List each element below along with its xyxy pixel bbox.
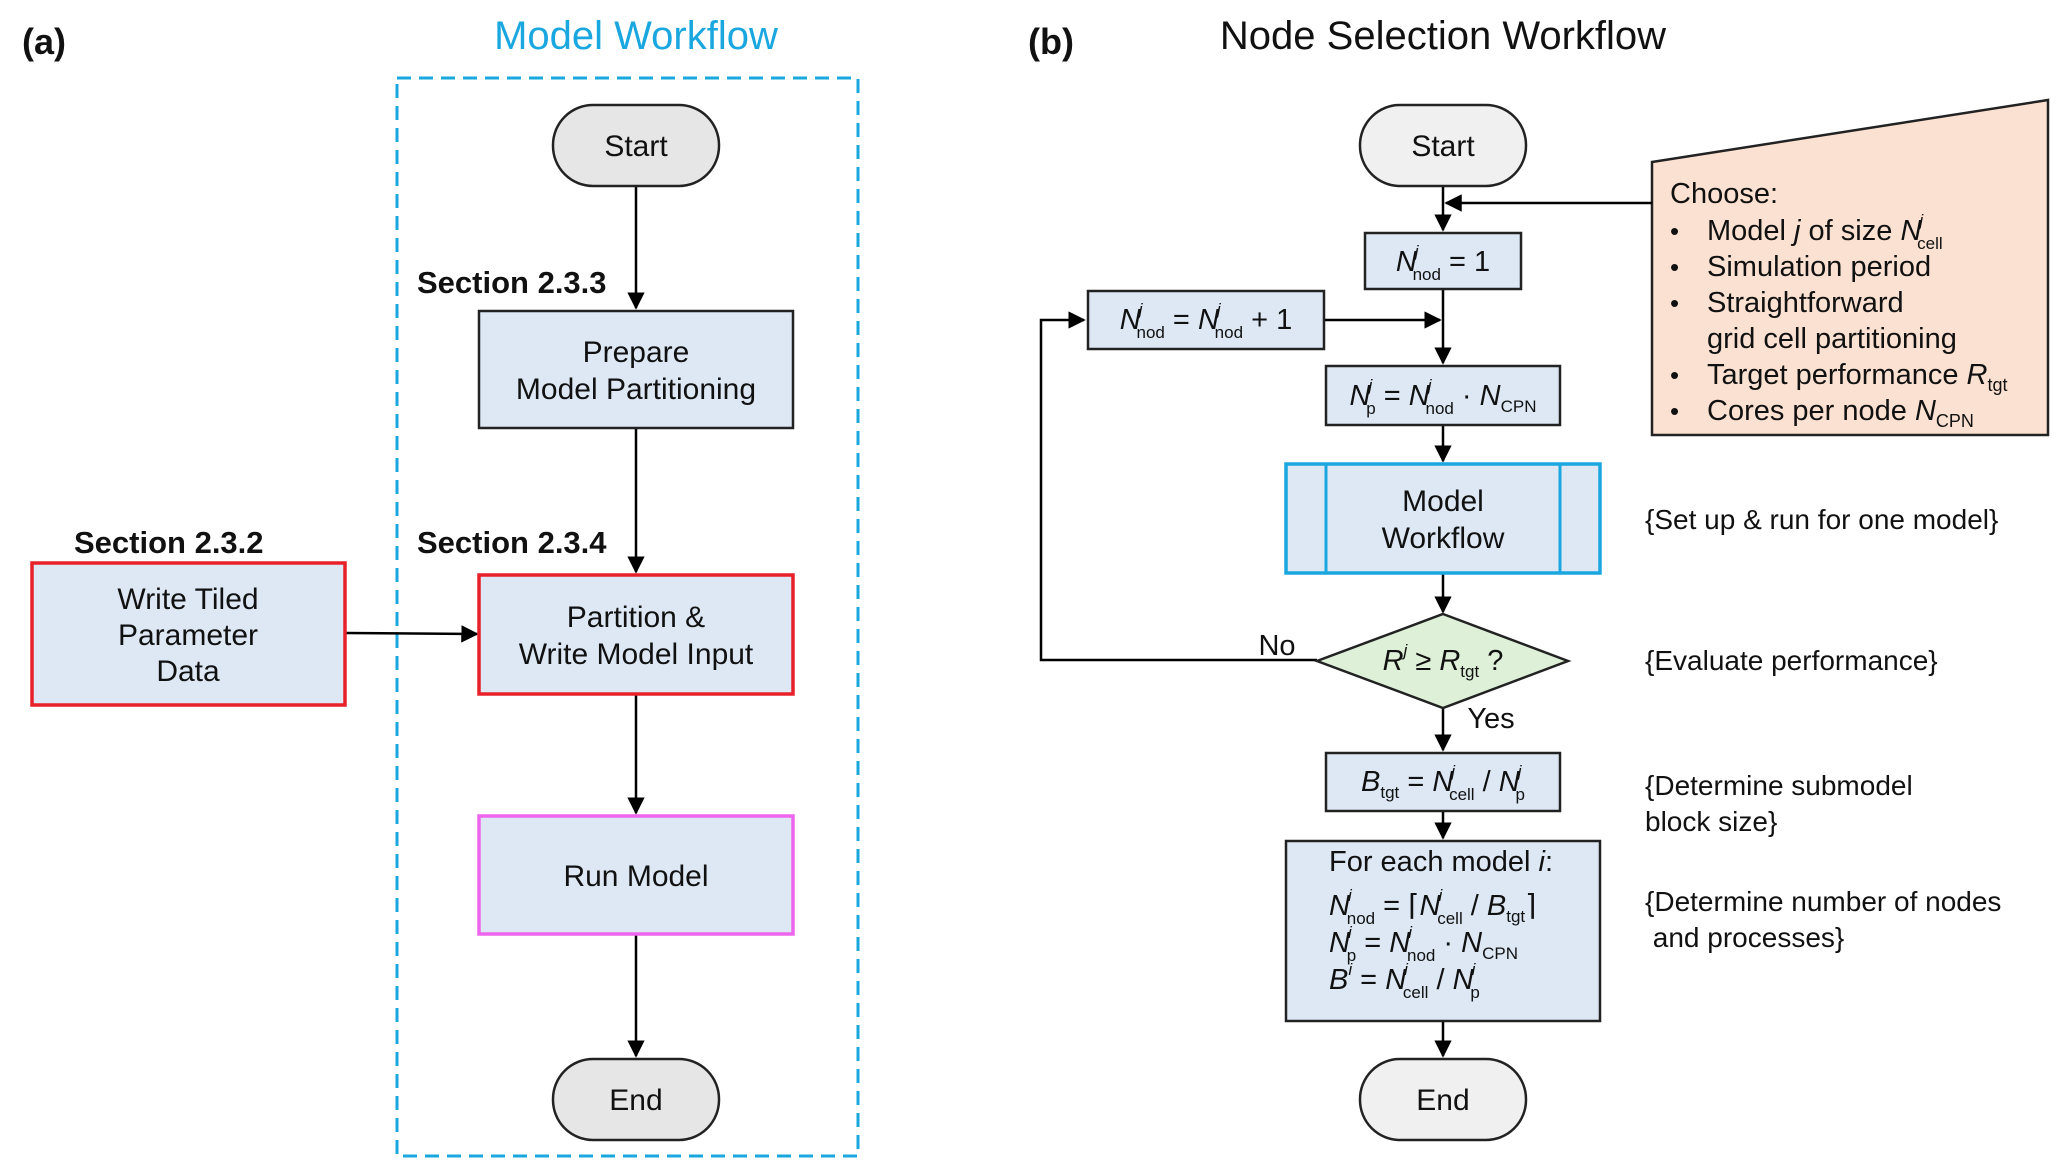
workflow-line2: Workflow bbox=[1382, 522, 1505, 555]
decision-condition: Rj ≥ Rtgt ? bbox=[1383, 641, 1504, 681]
start-label-b: Start bbox=[1411, 130, 1475, 163]
comment-block-size-1: {Determine submodel bbox=[1645, 770, 1913, 801]
comment-block-size-2: block size} bbox=[1645, 806, 1777, 837]
comment-nodes-1: {Determine number of nodes bbox=[1645, 886, 2001, 917]
prepare-line1: Prepare bbox=[583, 336, 690, 369]
choose-heading: Choose: bbox=[1670, 178, 1778, 210]
choose-bullet-3: • bbox=[1670, 288, 1679, 318]
choose-bullet-2: • bbox=[1670, 252, 1679, 282]
prepare-line2: Model Partitioning bbox=[516, 373, 756, 406]
tiled-parameter-box bbox=[30, 561, 347, 707]
choose-bullet-4: • bbox=[1670, 360, 1679, 390]
end-terminal-b bbox=[1358, 1057, 1528, 1142]
choose-item-partitioning-1: Straightforward bbox=[1707, 287, 1904, 319]
run-model-box bbox=[477, 814, 795, 936]
run-model-label: Run Model bbox=[563, 860, 708, 893]
block-size-box bbox=[1324, 751, 1562, 813]
choose-bullet-5: • bbox=[1670, 396, 1679, 426]
tiled-line3: Data bbox=[156, 655, 220, 688]
start-label-a: Start bbox=[604, 130, 668, 163]
choose-callout bbox=[1650, 98, 2050, 437]
for-each-model-box bbox=[1284, 839, 1602, 1023]
arrow-decision-no-loop bbox=[1039, 311, 1317, 662]
model-workflow-title: Model Workflow bbox=[494, 14, 778, 58]
end-label-b: End bbox=[1416, 1084, 1469, 1117]
no-label: No bbox=[1258, 630, 1295, 662]
comment-run-model: {Set up & run for one model} bbox=[1645, 504, 1998, 535]
comment-evaluate: {Evaluate performance} bbox=[1645, 645, 1938, 676]
model-workflow-subprocess bbox=[1284, 462, 1602, 575]
yes-label: Yes bbox=[1467, 703, 1514, 735]
partition-line2: Write Model Input bbox=[519, 638, 754, 671]
panel-a-label: (a) bbox=[22, 21, 66, 62]
prepare-partitioning-box bbox=[477, 309, 795, 430]
start-terminal-b bbox=[1358, 103, 1528, 188]
section-233-label: Section 2.3.3 bbox=[417, 265, 607, 300]
choose-item-target: Target performance Rtgt bbox=[1707, 359, 2007, 395]
tiled-line2: Parameter bbox=[118, 619, 258, 652]
for-each-heading: For each model i: bbox=[1329, 846, 1553, 878]
end-terminal-a bbox=[551, 1057, 721, 1142]
partition-input-box bbox=[477, 573, 795, 696]
increment-nodes-box bbox=[1086, 289, 1326, 351]
choose-bullet-1: • bbox=[1670, 216, 1679, 246]
tiled-line1: Write Tiled bbox=[117, 583, 258, 616]
end-label-a: End bbox=[609, 1084, 662, 1117]
choose-item-period: Simulation period bbox=[1707, 251, 1931, 283]
init-nodes-box bbox=[1363, 231, 1523, 291]
workflow-line1: Model bbox=[1402, 485, 1484, 518]
model-workflow-boundary bbox=[395, 76, 860, 1158]
comment-nodes-2: and processes} bbox=[1645, 922, 1844, 953]
panel-b-label: (b) bbox=[1028, 21, 1074, 62]
node-selection-title: Node Selection Workflow bbox=[1220, 14, 1666, 58]
performance-decision bbox=[1313, 612, 1572, 710]
start-terminal-a bbox=[551, 103, 721, 188]
section-232-label: Section 2.3.2 bbox=[74, 525, 264, 560]
section-234-label: Section 2.3.4 bbox=[417, 525, 607, 560]
processes-box bbox=[1324, 364, 1562, 427]
choose-item-cores: Cores per node NCPN bbox=[1707, 395, 1974, 431]
arrow-tiled-to-partition bbox=[344, 625, 479, 643]
choose-item-partitioning-2: grid cell partitioning bbox=[1707, 323, 1957, 355]
partition-line1: Partition & bbox=[567, 601, 705, 634]
